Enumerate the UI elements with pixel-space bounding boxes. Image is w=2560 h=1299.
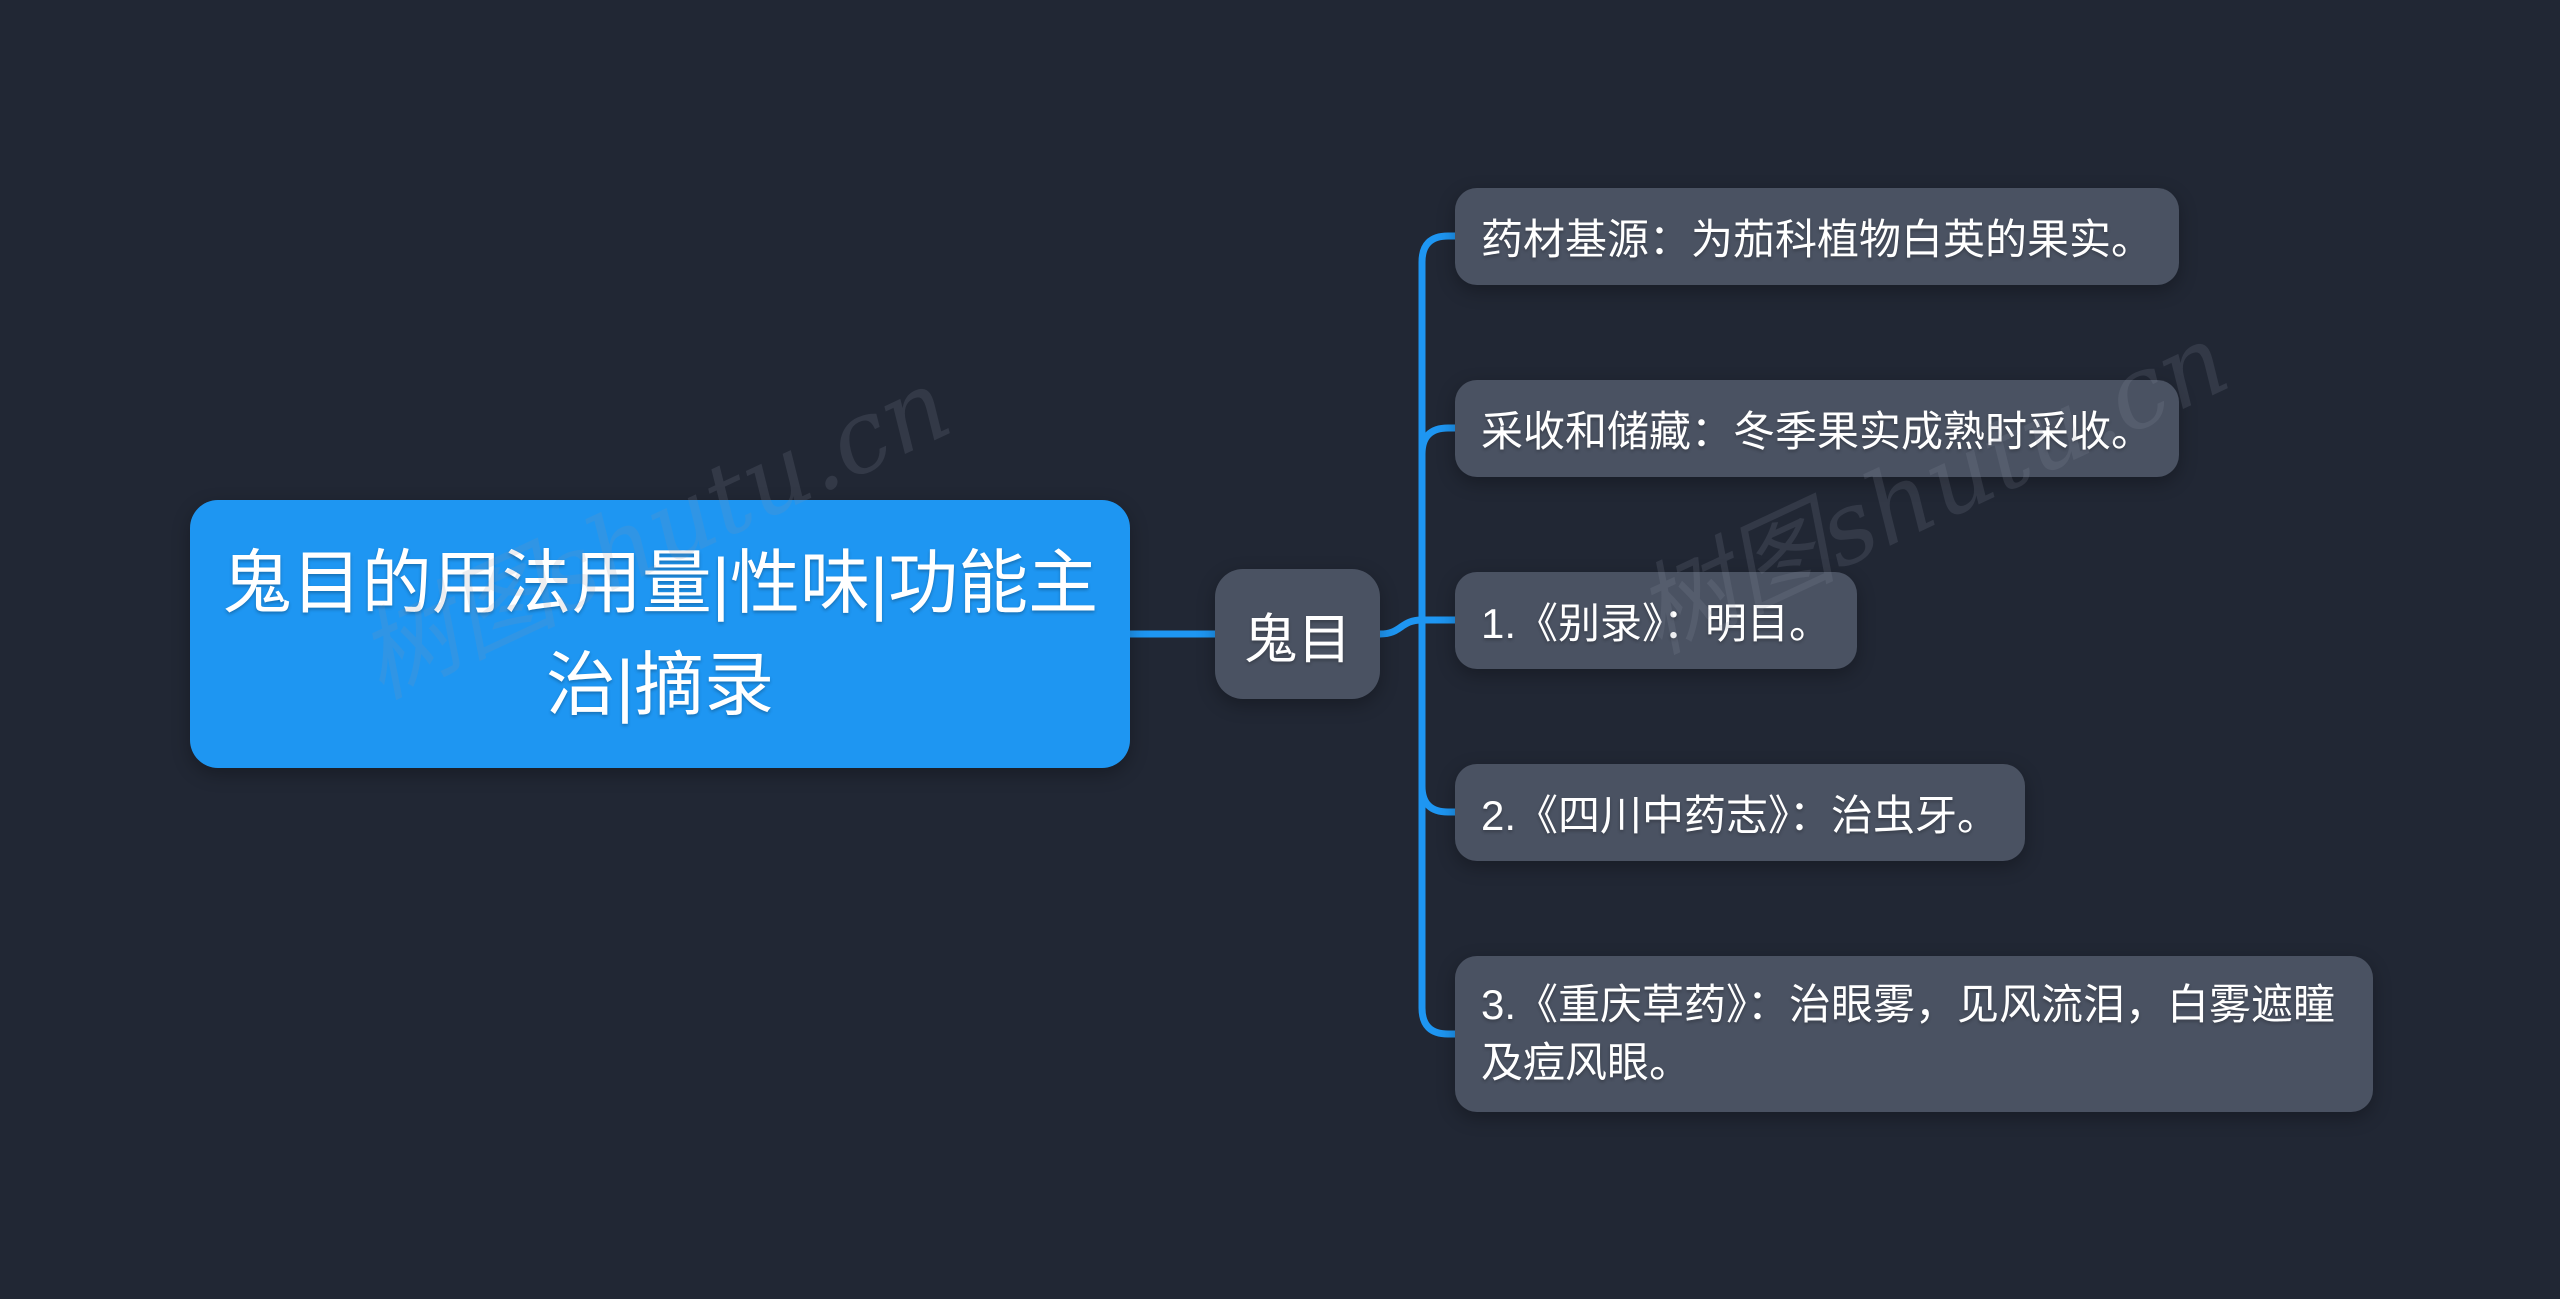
root-node-label: 鬼目的用法用量|性味|功能主治|摘录 bbox=[221, 544, 1099, 724]
center-topic-node[interactable]: 鬼目 bbox=[1215, 569, 1380, 699]
root-node[interactable]: 鬼目的用法用量|性味|功能主治|摘录 bbox=[190, 500, 1130, 768]
child-node-label: 2.《四川中药志》：治虫牙。 bbox=[1481, 792, 2000, 839]
child-node-label: 1.《别录》：明目。 bbox=[1481, 600, 1832, 647]
center-topic-label: 鬼目 bbox=[1243, 609, 1352, 670]
child-node-label: 3.《重庆草药》：治眼雾，见风流泪，白雾遮瞳及痘风眼。 bbox=[1481, 981, 2336, 1086]
edge-trunk-to-child-2 bbox=[1418, 424, 1466, 458]
child-node-harvest[interactable]: 采收和储藏：冬季果实成熟时采收。 bbox=[1455, 380, 2180, 477]
edge-trunk-to-child-1 bbox=[1418, 232, 1466, 624]
child-node-source[interactable]: 药材基源：为茄科植物白英的果实。 bbox=[1455, 188, 2180, 285]
edge-trunk-to-child-5 bbox=[1418, 616, 1466, 1038]
child-node-quote-1[interactable]: 1.《别录》：明目。 bbox=[1455, 572, 1858, 669]
child-node-label: 药材基源：为茄科植物白英的果实。 bbox=[1481, 216, 2154, 263]
child-node-quote-2[interactable]: 2.《四川中药志》：治虫牙。 bbox=[1455, 764, 2026, 861]
child-node-quote-3[interactable]: 3.《重庆草药》：治眼雾，见风流泪，白雾遮瞳及痘风眼。 bbox=[1455, 956, 2373, 1112]
child-node-label: 采收和储藏：冬季果实成熟时采收。 bbox=[1481, 408, 2154, 455]
